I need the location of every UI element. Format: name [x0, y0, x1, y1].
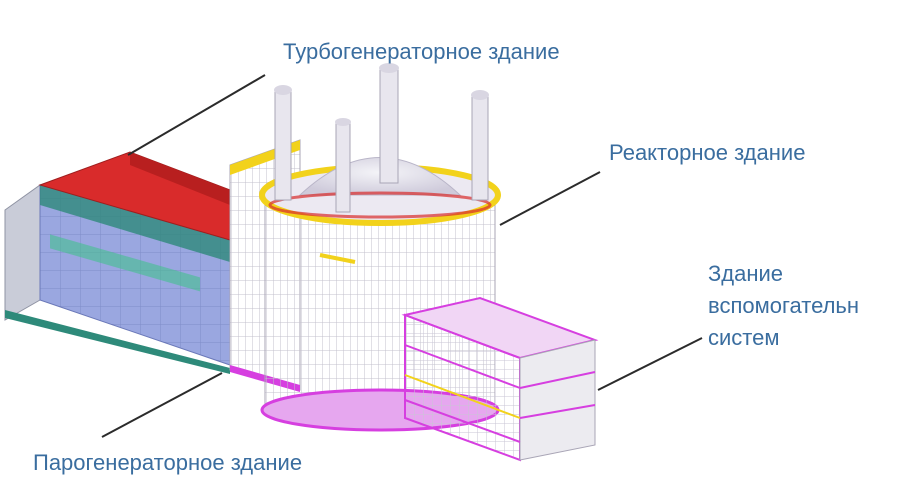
steam-generator-building-label: Парогенераторное здание	[33, 449, 302, 477]
auxiliary-label-line2: вспомогательн	[708, 290, 859, 322]
chimney-1	[275, 90, 291, 200]
aux-side	[520, 340, 595, 460]
chimney-cap-2	[335, 118, 351, 126]
chimney-cap-4	[471, 90, 489, 100]
auxiliary-label-line1: Здание	[708, 258, 859, 290]
reactor-building-label: Реакторное здание	[609, 139, 805, 167]
leader-line-steam	[102, 373, 222, 437]
auxiliary-label-line3: систем	[708, 322, 859, 354]
chimney-3	[380, 68, 398, 183]
chimney-2	[336, 122, 350, 212]
leader-line-auxiliary	[598, 338, 702, 390]
auxiliary-building	[405, 298, 595, 460]
leader-line-turbine	[128, 75, 265, 155]
chimney-cap-1	[274, 85, 292, 95]
leader-line-reactor	[500, 172, 600, 225]
turbine-building-label: Турбогенераторное здание	[283, 38, 560, 66]
auxiliary-building-label: Здание вспомогательн систем	[708, 258, 859, 354]
turbine-building	[5, 152, 230, 374]
turbine-side-wall	[5, 185, 40, 320]
chimney-4	[472, 95, 488, 200]
